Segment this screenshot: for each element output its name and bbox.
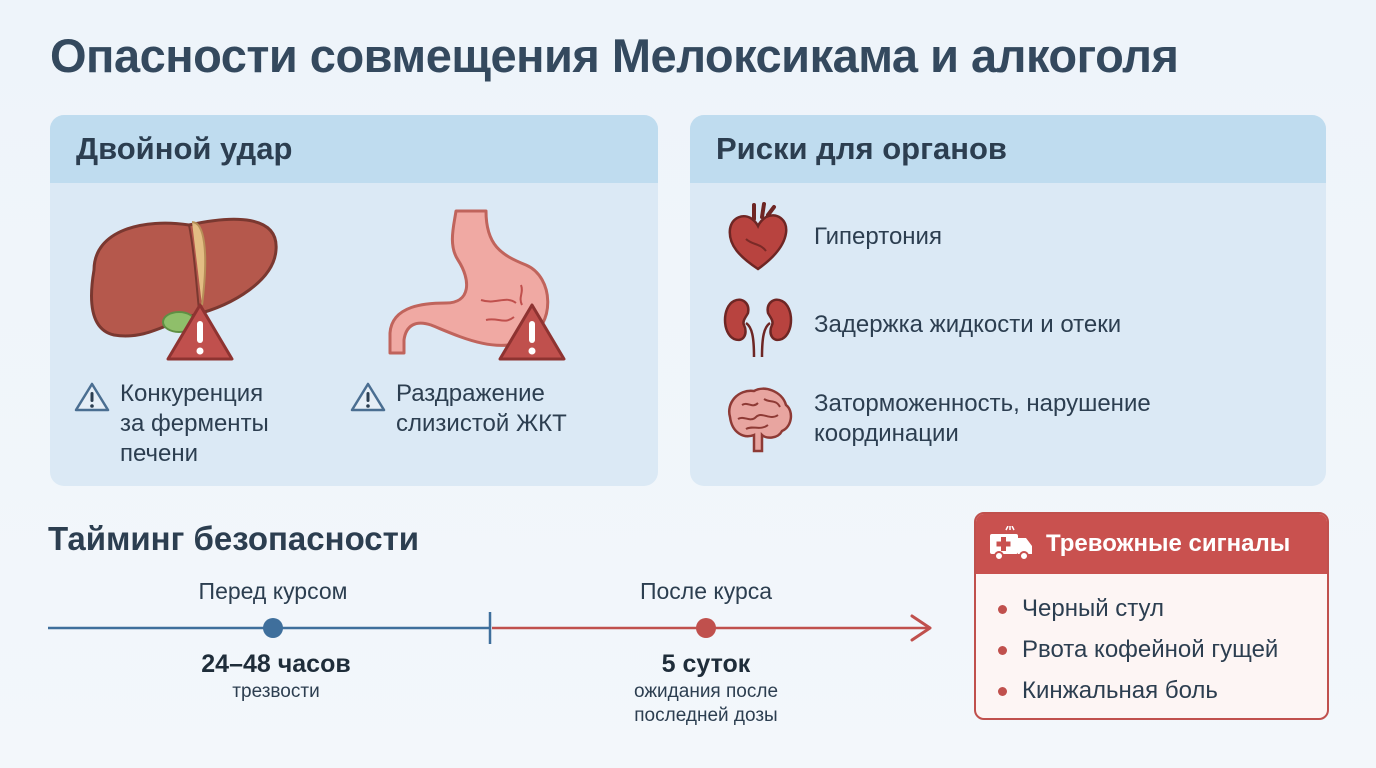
- kidneys-icon: [723, 298, 793, 358]
- after-course-value: 5 суток: [661, 650, 751, 678]
- stomach-icon: [388, 209, 550, 355]
- bullet-dot: [998, 646, 1007, 655]
- bullet-dot: [998, 687, 1007, 696]
- risk-row-hypertension: Гипертония: [720, 199, 942, 275]
- before-course-value: 24–48 часов: [201, 650, 351, 678]
- organ-risks-card: Риски для органов Гипертония Задержка жи…: [690, 115, 1326, 486]
- after-course-sub: ожидания после последней дозы: [633, 681, 779, 726]
- warning-outline-icon: [74, 382, 110, 412]
- before-course-sub: трезвости: [232, 681, 320, 702]
- timeline-after-dot: [696, 618, 716, 638]
- liver-risk-label: Конкуренция за ферменты печени: [74, 379, 269, 469]
- alarm-signals-list: Черный стул Рвота кофейной гущей Кинжаль…: [976, 574, 1327, 711]
- stomach-risk-label: Раздражение слизистой ЖКТ: [350, 379, 567, 439]
- before-course-label: Перед курсом: [198, 578, 348, 604]
- timeline-before-dot: [263, 618, 283, 638]
- warning-triangle-icon: [498, 303, 566, 361]
- timeline: [48, 612, 932, 644]
- timeline-arrowhead: [910, 614, 932, 642]
- list-item: Черный стул: [998, 588, 1327, 629]
- risk-row-fluid-retention: Задержка жидкости и отеки: [720, 287, 1121, 363]
- organ-risks-heading: Риски для органов: [690, 115, 1326, 183]
- page-title: Опасности совмещения Мелоксикама и алког…: [50, 29, 1179, 82]
- alarm-signals-box: Тревожные сигналы Черный стул Рвота кофе…: [974, 512, 1329, 720]
- double-hit-card: Двойной удар Конкуренция за ферменты печ…: [50, 115, 658, 486]
- warning-outline-icon: [350, 382, 386, 412]
- after-course-label: После курса: [639, 578, 773, 604]
- heart-icon: [728, 202, 788, 271]
- bullet-dot: [998, 605, 1007, 614]
- warning-triangle-icon: [166, 303, 234, 361]
- alarm-signals-title: Тревожные сигналы: [1046, 530, 1291, 557]
- double-hit-heading: Двойной удар: [50, 115, 658, 183]
- risk-row-brain: Заторможенность, нарушение координации: [720, 381, 1151, 457]
- liver-icon: [90, 217, 278, 338]
- ambulance-icon: [990, 526, 1032, 561]
- alarm-signals-header: Тревожные сигналы: [976, 514, 1327, 574]
- list-item: Кинжальная боль: [998, 670, 1327, 711]
- list-item: Рвота кофейной гущей: [998, 629, 1327, 670]
- brain-icon: [727, 387, 793, 453]
- timing-heading: Тайминг безопасности: [48, 520, 420, 557]
